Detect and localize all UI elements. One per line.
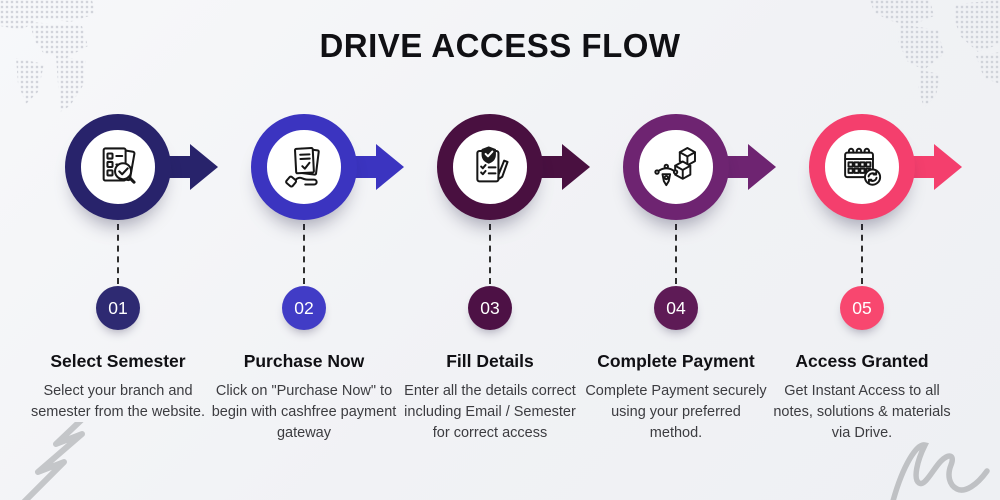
step-title: Purchase Now — [243, 351, 365, 371]
step-description: Click on "Purchase Now" to begin with ca… — [211, 383, 397, 442]
step-fill-details: 03 Fill Details Enter all the details co… — [397, 114, 590, 444]
step-circle — [623, 114, 776, 220]
checklist-magnifier-icon — [102, 147, 136, 184]
step-title: Access Granted — [795, 351, 929, 371]
arrow-right-icon — [376, 144, 404, 190]
step-icon-ring — [809, 114, 915, 220]
calendar-sync-icon — [844, 147, 882, 186]
step-title: Complete Payment — [597, 351, 755, 371]
step-circle — [437, 114, 590, 220]
step-number-badge: 04 — [654, 286, 698, 330]
step-icon-ring — [437, 114, 543, 220]
step-number-badge: 01 — [96, 286, 140, 330]
dashed-connector — [861, 224, 863, 284]
arrow-right-icon — [190, 144, 218, 190]
step-access-granted: 05 Access Granted Get Instant Access to … — [769, 114, 962, 444]
step-description: Select your branch and semester from the… — [30, 383, 206, 421]
dashed-connector — [117, 224, 119, 284]
steps-row: 01 Select Semester Select your branch an… — [0, 65, 1000, 444]
form-shield-pencil-icon — [476, 146, 509, 183]
squiggle-decoration-left — [21, 422, 85, 500]
step-icon-ring — [623, 114, 729, 220]
step-icon-ring — [65, 114, 171, 220]
step-circle — [809, 114, 962, 220]
hand-document-icon — [285, 147, 320, 188]
step-description: Complete Payment securely using your pre… — [585, 383, 767, 442]
step-circle — [251, 114, 404, 220]
step-circle — [65, 114, 218, 220]
pen-tool-cubes-icon — [654, 147, 696, 187]
page-title: DRIVE ACCESS FLOW — [319, 27, 681, 64]
arrow-right-icon — [934, 144, 962, 190]
dashed-connector — [489, 224, 491, 284]
step-number-badge: 03 — [468, 286, 512, 330]
step-title: Select Semester — [50, 351, 186, 371]
arrow-right-icon — [748, 144, 776, 190]
dashed-connector — [675, 224, 677, 284]
step-description: Get Instant Access to all notes, solutio… — [773, 383, 951, 442]
arrow-right-icon — [562, 144, 590, 190]
step-number-badge: 02 — [282, 286, 326, 330]
step-title: Fill Details — [446, 351, 534, 371]
world-map-decoration-left — [0, 0, 96, 112]
step-purchase-now: 02 Purchase Now Click on "Purchase Now" … — [211, 114, 404, 444]
step-complete-payment: 04 Complete Payment Complete Payment sec… — [583, 114, 776, 444]
step-number-badge: 05 — [840, 286, 884, 330]
step-icon-ring — [251, 114, 357, 220]
step-select-semester: 01 Select Semester Select your branch an… — [25, 114, 218, 444]
dashed-connector — [303, 224, 305, 284]
step-description: Enter all the details correct including … — [404, 383, 576, 442]
squiggle-decoration-right — [890, 442, 990, 500]
world-map-decoration-right — [870, 0, 1000, 108]
